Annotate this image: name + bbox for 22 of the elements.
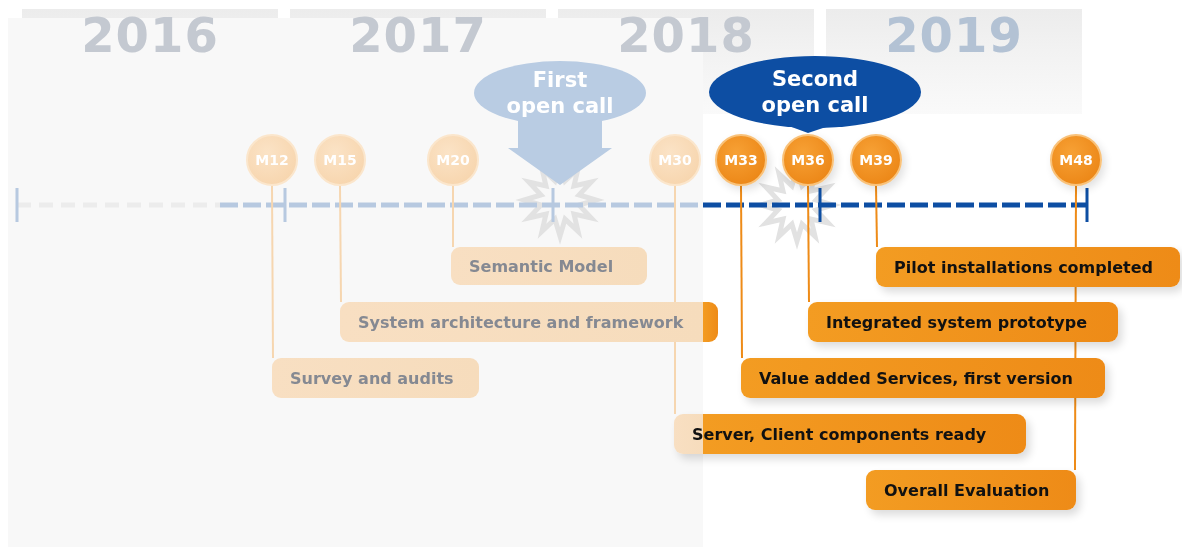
leader-line (875, 185, 878, 248)
milestone-label: Value added Services, first version (741, 358, 1105, 398)
milestone-circle: M39 (850, 134, 902, 186)
milestone-label: Overall Evaluation (866, 470, 1076, 510)
callout-text: First open call (505, 67, 615, 119)
milestone-label: Survey and audits (272, 358, 479, 398)
leader-line (452, 185, 454, 248)
milestone-label: Integrated system prototype (808, 302, 1118, 342)
leader-line (740, 185, 743, 359)
year-label: 2019 (884, 12, 1024, 58)
milestone-circle: M48 (1050, 134, 1102, 186)
leader-line (271, 185, 274, 359)
milestone-circle: M36 (782, 134, 834, 186)
callout-bubble (709, 56, 921, 133)
callout-bubble (474, 60, 646, 185)
milestone-label: Pilot installations completed (876, 247, 1180, 287)
leader-line (339, 185, 342, 303)
milestone-label: System architecture and framework (340, 302, 718, 342)
leader-line (807, 185, 810, 303)
milestone-circle: M33 (715, 134, 767, 186)
callout-text: Second open call (760, 66, 870, 118)
milestone-label: Semantic Model (451, 247, 647, 285)
